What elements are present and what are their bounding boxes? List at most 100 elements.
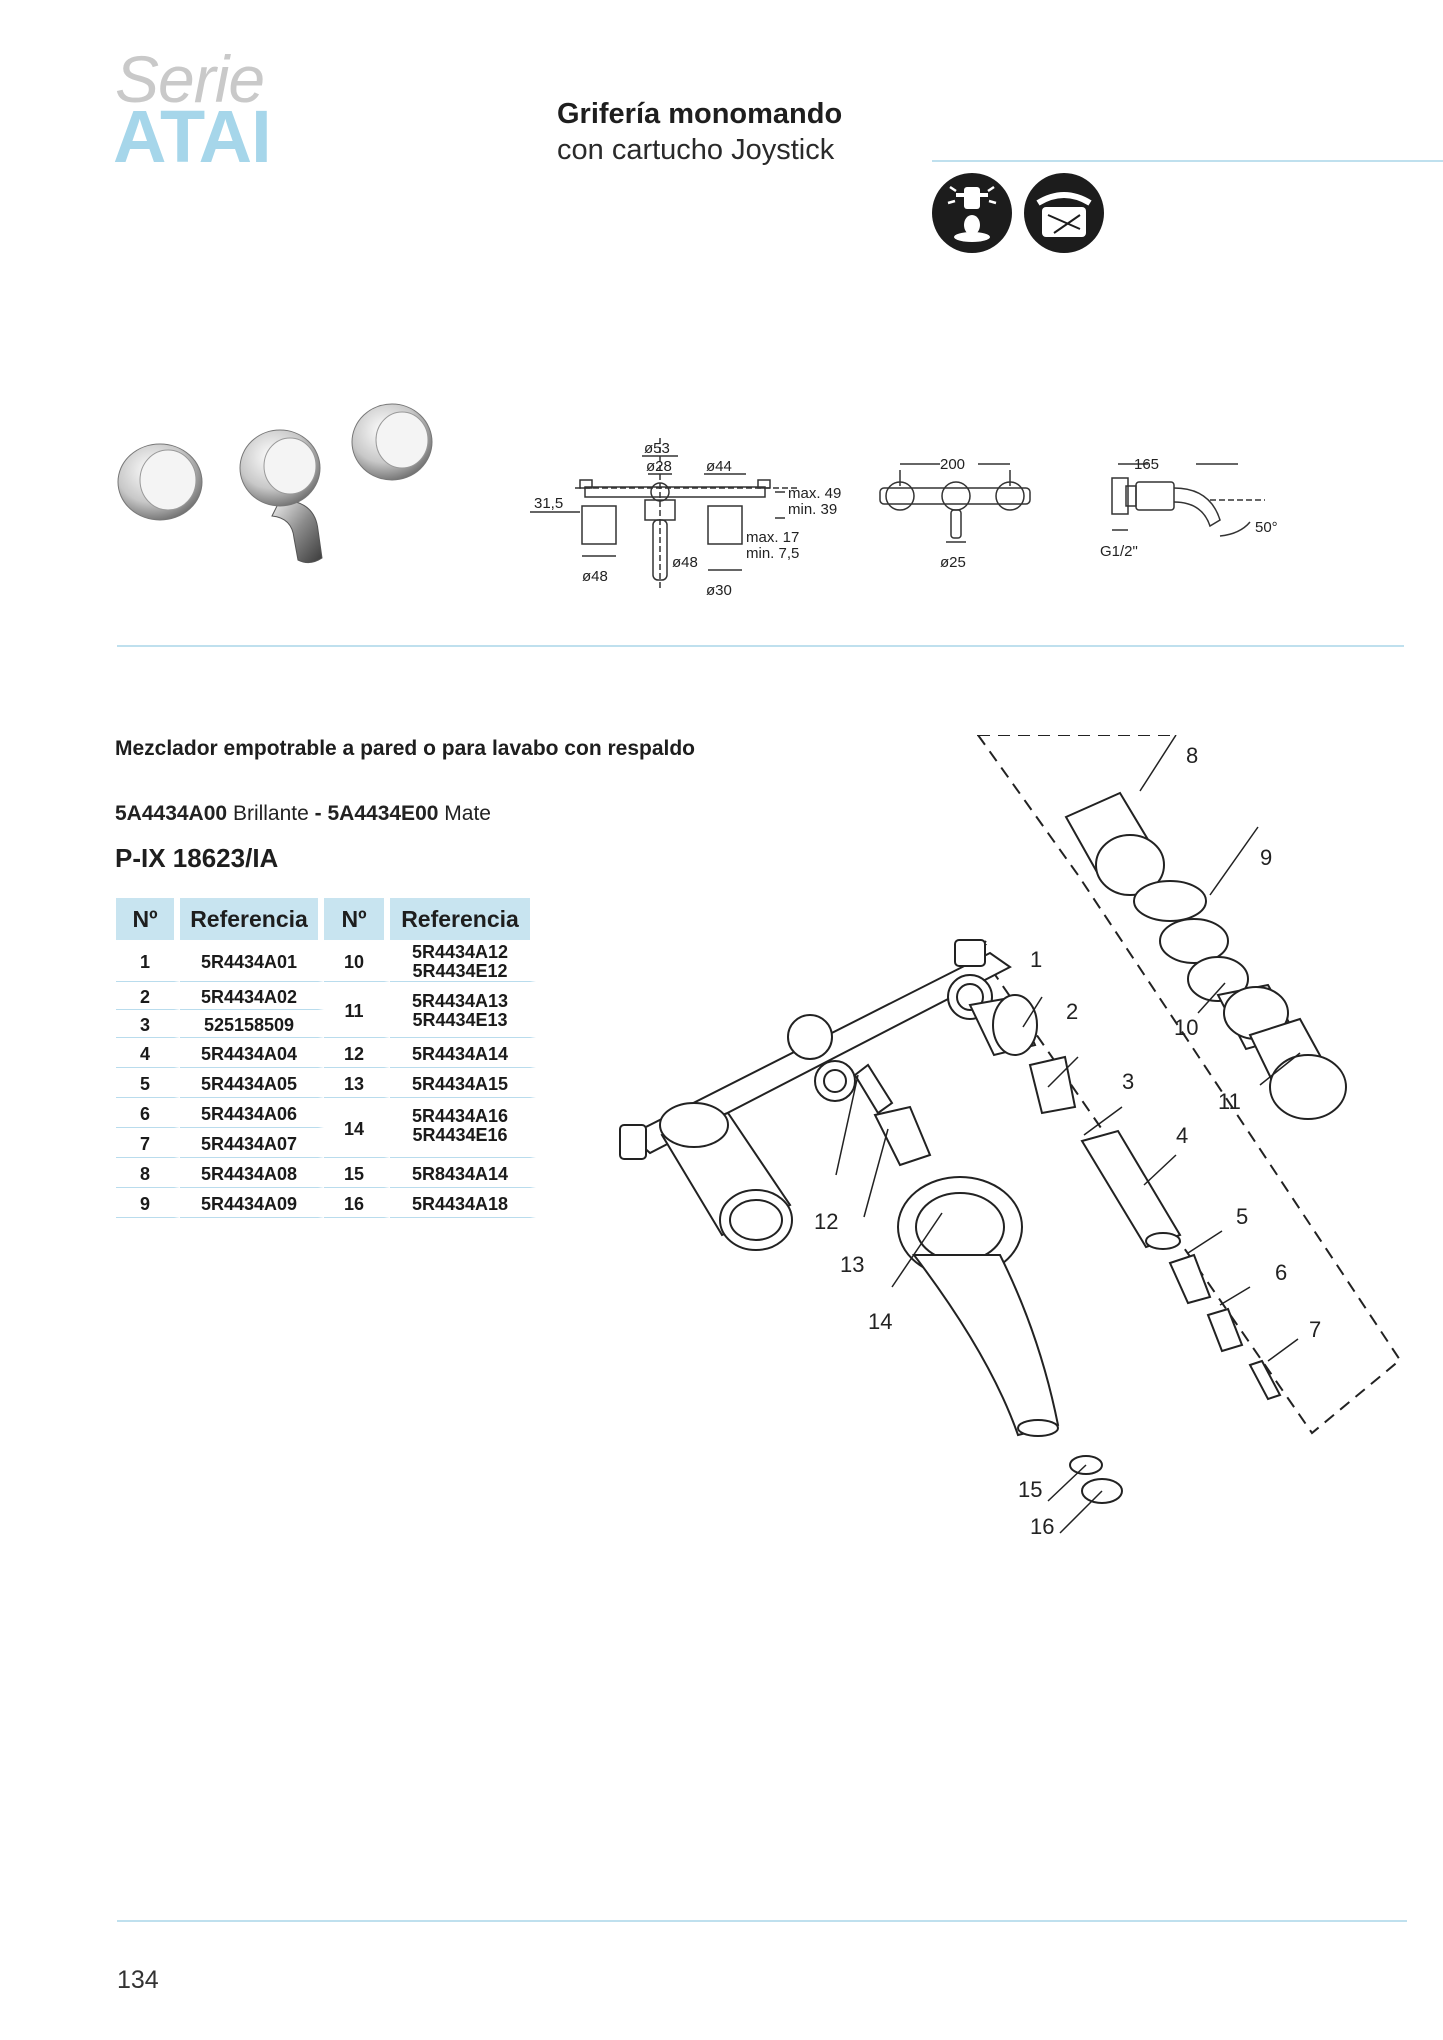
part-reference: 5R4434A14 bbox=[390, 1038, 536, 1068]
svg-text:ø44: ø44 bbox=[706, 458, 732, 475]
part-number: 13 bbox=[324, 1068, 390, 1098]
exploded-label-11: 11 bbox=[1218, 1089, 1241, 1114]
exploded-label-12: 12 bbox=[814, 1209, 838, 1234]
serie-word: Serie bbox=[115, 42, 265, 116]
table-row: 6 5R4434A06 14 5R4434A16 5R4434E16 bbox=[116, 1098, 536, 1158]
part-number: 10 bbox=[324, 940, 390, 982]
dimension-drawings: ø53 ø28 ø44 31,5 max. 49 min. 39 max. 17… bbox=[530, 438, 1278, 599]
product-name: Mezclador empotrable a pared o para lava… bbox=[115, 737, 696, 760]
exploded-view-diagram: 1 2 3 4 5 6 7 8 9 10 11 12 13 14 15 16 bbox=[619, 735, 1402, 1535]
part-number: 4 bbox=[116, 1038, 180, 1068]
page-subtitle: con cartucho Joystick bbox=[557, 134, 835, 166]
exploded-label-9: 9 bbox=[1260, 845, 1272, 870]
svg-text:200: 200 bbox=[940, 456, 965, 473]
part-number: 11 bbox=[324, 982, 390, 1038]
svg-text:ø48: ø48 bbox=[582, 568, 608, 585]
table-row: 9 5R4434A09 16 5R4434A18 bbox=[116, 1188, 536, 1218]
exploded-label-7: 7 bbox=[1309, 1317, 1321, 1342]
part-reference: 5R4434A08 bbox=[180, 1158, 324, 1188]
table-row: 3 525158509 bbox=[116, 1010, 536, 1038]
exploded-label-13: 13 bbox=[840, 1252, 864, 1277]
svg-text:165: 165 bbox=[1134, 456, 1159, 473]
part-reference: 525158509 bbox=[180, 1010, 324, 1038]
part-number: 14 bbox=[324, 1098, 390, 1158]
svg-text:max. 49: max. 49 bbox=[788, 485, 841, 502]
table-row: 1 5R4434A01 10 5R4434A12 5R4434E12 bbox=[116, 940, 536, 982]
part-number: 15 bbox=[324, 1158, 390, 1188]
table-row: 7 5R4434A07 bbox=[116, 1128, 536, 1158]
part-number: 3 bbox=[116, 1010, 180, 1038]
svg-text:ø28: ø28 bbox=[646, 458, 672, 475]
part-reference-line: 5R4434A16 bbox=[411, 1106, 509, 1126]
svg-text:max. 17: max. 17 bbox=[746, 529, 799, 546]
part-reference: 5R4434A07 bbox=[180, 1128, 324, 1158]
reference-table: Nº Referencia Nº Referencia 1 5R4434A01 … bbox=[116, 898, 536, 1218]
svg-text:ø30: ø30 bbox=[706, 582, 732, 599]
page-title: Grifería monomando bbox=[557, 98, 843, 130]
eco-flow-icon bbox=[932, 173, 1012, 253]
part-reference: 5R8434A14 bbox=[390, 1158, 536, 1188]
part-reference: 5R4434A18 bbox=[390, 1188, 536, 1218]
part-number: 7 bbox=[116, 1128, 180, 1158]
part-reference: 5R4434A09 bbox=[180, 1188, 324, 1218]
part-number: 12 bbox=[324, 1038, 390, 1068]
part-reference-line: 5R4434E16 bbox=[412, 1125, 508, 1145]
table-header-row: Nº Referencia Nº Referencia bbox=[116, 898, 536, 940]
part-number: 1 bbox=[116, 940, 180, 982]
exploded-label-14: 14 bbox=[868, 1309, 892, 1334]
part-number: 9 bbox=[116, 1188, 180, 1218]
part-reference: 5R4434A04 bbox=[180, 1038, 324, 1068]
header-reference: Referencia bbox=[180, 898, 324, 940]
part-number: 2 bbox=[116, 982, 180, 1010]
code-separator: - bbox=[314, 802, 322, 825]
svg-text:G1/2": G1/2" bbox=[1100, 543, 1138, 560]
finish-brillante: Brillante bbox=[232, 802, 309, 825]
part-reference: 5R4434A15 bbox=[390, 1068, 536, 1098]
part-reference: 5R4434A13 5R4434E13 bbox=[390, 982, 536, 1038]
header-number: Nº bbox=[116, 898, 180, 940]
part-number: 16 bbox=[324, 1188, 390, 1218]
footer-rule bbox=[117, 1920, 1407, 1922]
svg-text:50°: 50° bbox=[1255, 519, 1278, 536]
table-row: 8 5R4434A08 15 5R8434A14 bbox=[116, 1158, 536, 1188]
table-row: 4 5R4434A04 12 5R4434A14 bbox=[116, 1038, 536, 1068]
exploded-label-1: 1 bbox=[1030, 947, 1042, 972]
svg-text:ø48: ø48 bbox=[672, 554, 698, 571]
table-row: 2 5R4434A02 11 5R4434A13 5R4434E13 bbox=[116, 982, 536, 1038]
exploded-label-5: 5 bbox=[1236, 1204, 1248, 1229]
part-number: 5 bbox=[116, 1068, 180, 1098]
part-reference-line: 5R4434E12 bbox=[412, 961, 508, 981]
product-codes: 5A4434A00 Brillante - 5A4434E00 Mate bbox=[115, 802, 491, 826]
header-number-2: Nº bbox=[324, 898, 390, 940]
certification-code: P-IX 18623/IA bbox=[115, 843, 279, 873]
cold-start-icon bbox=[1024, 173, 1104, 253]
part-reference: 5R4434A02 bbox=[180, 982, 324, 1010]
exploded-label-8: 8 bbox=[1186, 743, 1198, 768]
part-number: 8 bbox=[116, 1158, 180, 1188]
exploded-label-16: 16 bbox=[1030, 1514, 1054, 1535]
svg-text:31,5: 31,5 bbox=[534, 495, 563, 512]
product-code-brillante: 5A4434A00 bbox=[115, 802, 228, 825]
exploded-label-10: 10 bbox=[1174, 1015, 1198, 1040]
part-reference: 5R4434A01 bbox=[180, 940, 324, 982]
part-reference: 5R4434A05 bbox=[180, 1068, 324, 1098]
table-row: 5 5R4434A05 13 5R4434A15 bbox=[116, 1068, 536, 1098]
svg-text:ø25: ø25 bbox=[940, 554, 966, 571]
section-rule bbox=[117, 645, 1404, 647]
svg-text:ø53: ø53 bbox=[644, 440, 670, 457]
header-reference-2: Referencia bbox=[390, 898, 536, 940]
part-reference: 5R4434A12 5R4434E12 bbox=[390, 940, 536, 982]
exploded-label-15: 15 bbox=[1018, 1477, 1042, 1502]
page-number: 134 bbox=[117, 1966, 159, 1994]
svg-text:min. 7,5: min. 7,5 bbox=[746, 545, 799, 562]
part-number: 6 bbox=[116, 1098, 180, 1128]
exploded-label-3: 3 bbox=[1122, 1069, 1134, 1094]
product-code-mate: 5A4434E00 bbox=[327, 802, 439, 825]
exploded-label-6: 6 bbox=[1275, 1260, 1287, 1285]
part-reference: 5R4434A06 bbox=[180, 1098, 324, 1128]
header-rule bbox=[932, 160, 1443, 162]
serie-name: ATAI bbox=[113, 95, 272, 178]
part-reference-line: 5R4434E13 bbox=[412, 1010, 508, 1030]
svg-text:min. 39: min. 39 bbox=[788, 501, 837, 518]
part-reference-line: 5R4434A13 bbox=[411, 991, 509, 1011]
